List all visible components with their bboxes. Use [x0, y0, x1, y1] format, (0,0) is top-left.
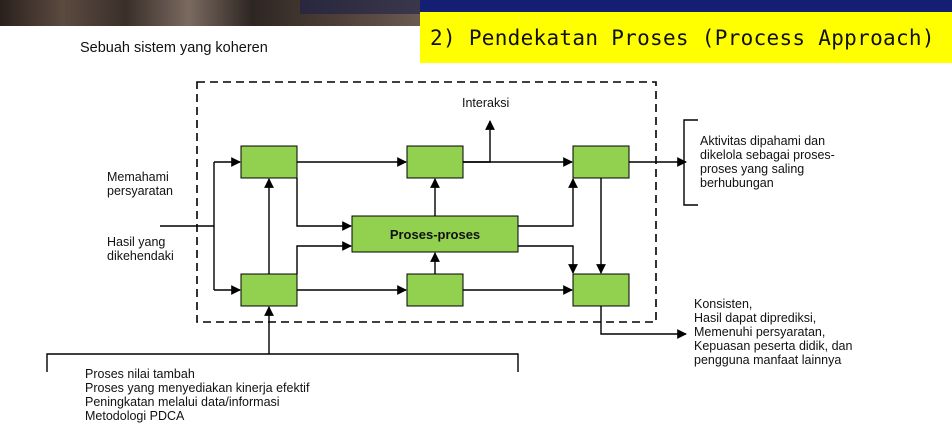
left-bottom-line: dikehendaki [107, 249, 174, 263]
slide-title: 2) Pendekatan Proses (Process Approach) [430, 25, 935, 50]
arrow-top-left-to-center [296, 178, 352, 231]
title-box: 2) Pendekatan Proses (Process Approach) [420, 12, 952, 63]
left-top-label: Memahami persyaratan [107, 170, 173, 198]
right-bottom-line: Memenuhi persyaratan, [694, 325, 826, 339]
process-box-bottom-left [240, 273, 298, 307]
right-top-label: Aktivitas dipahami dan dikelola sebagai … [700, 134, 835, 190]
arrow-bottom-right-output [600, 306, 687, 339]
bracket-bottom [46, 353, 519, 372]
system-boundary [196, 81, 657, 323]
arrow-center-to-top-right [518, 178, 578, 227]
process-box-top-left [240, 145, 298, 179]
right-top-line: Aktivitas dipahami dan [700, 134, 826, 148]
process-box-top-right [572, 145, 630, 179]
bottom-line: Metodologi PDCA [85, 409, 185, 423]
slide-subtitle: Sebuah sistem yang koheren [80, 40, 268, 56]
right-top-line: proses yang saling [700, 162, 805, 176]
bottom-line: Proses yang menyediakan kinerja efektif [85, 381, 310, 395]
center-process-label: Proses-proses [389, 226, 481, 242]
bottom-label: Proses nilai tambah Proses yang menyedia… [85, 367, 309, 423]
header-shadow [300, 0, 420, 14]
arrow-bottom-left-to-center [296, 241, 352, 274]
process-box-top-middle [406, 145, 464, 179]
right-bottom-line: pengguna manfaat lainnya [694, 353, 842, 367]
bracket-right-top [683, 119, 698, 206]
right-bottom-line: Hasil dapat diprediksi, [694, 311, 817, 325]
left-top-line: Memahami [107, 170, 169, 184]
arrow-center-to-bottom-right [518, 245, 578, 274]
left-top-line: persyaratan [107, 184, 174, 198]
right-bottom-line: Kepuasan peserta didik, dan [694, 339, 853, 353]
header-banner [420, 0, 952, 12]
right-bottom-label: Konsisten, Hasil dapat diprediksi, Memen… [694, 297, 852, 367]
arrow-interaction [463, 120, 495, 163]
left-bottom-line: Hasil yang [107, 235, 166, 249]
right-top-line: berhubungan [700, 176, 774, 190]
right-top-line: dikelola sebagai proses- [700, 148, 835, 162]
left-bottom-label: Hasil yang dikehendaki [107, 235, 174, 263]
process-box-center [351, 215, 519, 253]
process-box-bottom-right [572, 273, 630, 307]
process-box-bottom-middle [406, 273, 464, 307]
right-bottom-line: Konsisten, [694, 297, 753, 311]
interaction-label: Interaksi [462, 96, 510, 110]
bottom-line: Peningkatan melalui data/informasi [85, 395, 280, 409]
bottom-line: Proses nilai tambah [85, 367, 195, 381]
